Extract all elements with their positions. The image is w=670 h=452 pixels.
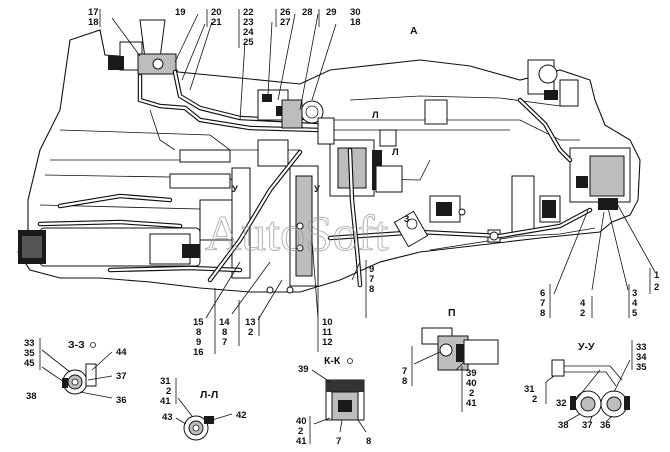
callout-11: 11 <box>322 327 333 338</box>
callout-9b: 9 <box>369 264 374 275</box>
callout-28: 28 <box>302 7 313 18</box>
callout-35: 35 <box>24 348 35 359</box>
callout-2g: 2 <box>532 394 537 405</box>
callout-21: 21 <box>211 17 222 28</box>
callout-16: 16 <box>193 347 204 358</box>
callout-24: 24 <box>243 27 254 38</box>
callout-22: 22 <box>243 7 254 18</box>
callout-7e: 7 <box>402 366 407 377</box>
callout-8c: 8 <box>369 284 374 295</box>
callout-29: 29 <box>326 7 337 18</box>
callout-33: 33 <box>24 338 35 349</box>
callout-39a: 39 <box>298 364 309 375</box>
callout-34: 34 <box>636 352 647 363</box>
callout-26: 26 <box>280 7 291 18</box>
view-p: П 7 8 39 40 2 41 <box>402 307 499 412</box>
cut-mark-3: 3 <box>404 214 409 225</box>
callout-8e: 8 <box>366 436 371 447</box>
callout-7a: 7 <box>222 337 227 348</box>
cut-mark-u1: У <box>232 184 238 195</box>
main-view-callouts: А 17 18 19 20 21 22 23 24 25 26 27 28 29… <box>88 7 660 358</box>
callout-17: 17 <box>88 7 99 18</box>
watermark: AutoSoft <box>205 205 388 261</box>
callout-2e: 2 <box>298 426 303 437</box>
callout-44: 44 <box>116 347 127 358</box>
callout-37b: 37 <box>582 420 593 431</box>
section-u-title: У-У <box>578 341 595 353</box>
callout-41c: 41 <box>466 398 477 409</box>
view-p-title: П <box>448 307 456 319</box>
callout-30: 30 <box>350 7 361 18</box>
callout-2f: 2 <box>469 388 474 399</box>
section-z-title: З-З <box>68 339 85 351</box>
callout-4a: 4 <box>632 298 638 309</box>
callout-2c: 2 <box>580 308 585 319</box>
callout-12: 12 <box>322 337 333 348</box>
callout-38: 38 <box>26 391 37 402</box>
main-assembly-view <box>17 19 641 294</box>
callout-25: 25 <box>243 37 254 48</box>
view-label-a: А <box>410 25 418 37</box>
callout-9a: 9 <box>196 337 201 348</box>
section-k-k: К-К 39 40 2 41 7 8 <box>296 355 371 447</box>
callout-32: 32 <box>556 398 567 409</box>
callout-37: 37 <box>116 371 127 382</box>
callout-8a: 8 <box>196 327 201 338</box>
callout-5: 5 <box>632 308 638 319</box>
section-u-u: У-У 33 34 35 31 2 32 38 37 36 <box>524 340 647 431</box>
callout-7b: 7 <box>369 274 374 285</box>
callout-2b: 2 <box>654 282 659 293</box>
callout-18: 18 <box>88 17 99 28</box>
callout-45: 45 <box>24 358 35 369</box>
callout-7c: 7 <box>540 298 545 309</box>
callout-31a: 31 <box>160 376 171 387</box>
callout-13: 13 <box>245 317 256 328</box>
callout-7d: 7 <box>336 436 341 447</box>
callout-14: 14 <box>219 317 230 328</box>
callout-10: 10 <box>322 317 333 328</box>
callout-4b: 4 <box>580 298 586 309</box>
callout-8f: 8 <box>402 376 407 387</box>
callout-42: 42 <box>236 410 247 421</box>
callout-23: 23 <box>243 17 254 28</box>
callout-40b: 40 <box>466 378 477 389</box>
callout-15: 15 <box>193 317 204 328</box>
cut-mark-l1: Л <box>372 110 379 121</box>
callout-36: 36 <box>116 395 127 406</box>
section-z-z: З-З 33 35 45 44 37 38 36 <box>24 338 127 406</box>
callout-3: 3 <box>632 288 637 299</box>
callout-2d: 2 <box>166 386 171 397</box>
callout-39b: 39 <box>466 368 477 379</box>
callout-43: 43 <box>162 412 173 423</box>
callout-20: 20 <box>211 7 222 18</box>
cut-mark-l2: Л <box>392 147 399 158</box>
callout-40a: 40 <box>296 416 307 427</box>
section-k-title: К-К <box>324 355 341 367</box>
callout-35b: 35 <box>636 362 647 373</box>
callout-2a: 2 <box>248 327 253 338</box>
section-l-title: Л-Л <box>200 389 218 401</box>
callout-19: 19 <box>175 7 186 18</box>
callout-36b: 36 <box>600 420 611 431</box>
callout-33b: 33 <box>636 342 647 353</box>
callout-31b: 31 <box>524 384 535 395</box>
callout-18b: 18 <box>350 17 361 28</box>
section-l-l: Л-Л 31 2 41 43 42 <box>160 376 247 441</box>
callout-6: 6 <box>540 288 545 299</box>
callout-8b: 8 <box>222 327 227 338</box>
cut-mark-u2: У <box>314 184 320 195</box>
callout-8d: 8 <box>540 308 545 319</box>
callout-41a: 41 <box>160 396 171 407</box>
callout-41b: 41 <box>296 436 307 447</box>
callout-27: 27 <box>280 17 291 28</box>
callout-38b: 38 <box>558 420 569 431</box>
callout-1: 1 <box>654 270 660 281</box>
